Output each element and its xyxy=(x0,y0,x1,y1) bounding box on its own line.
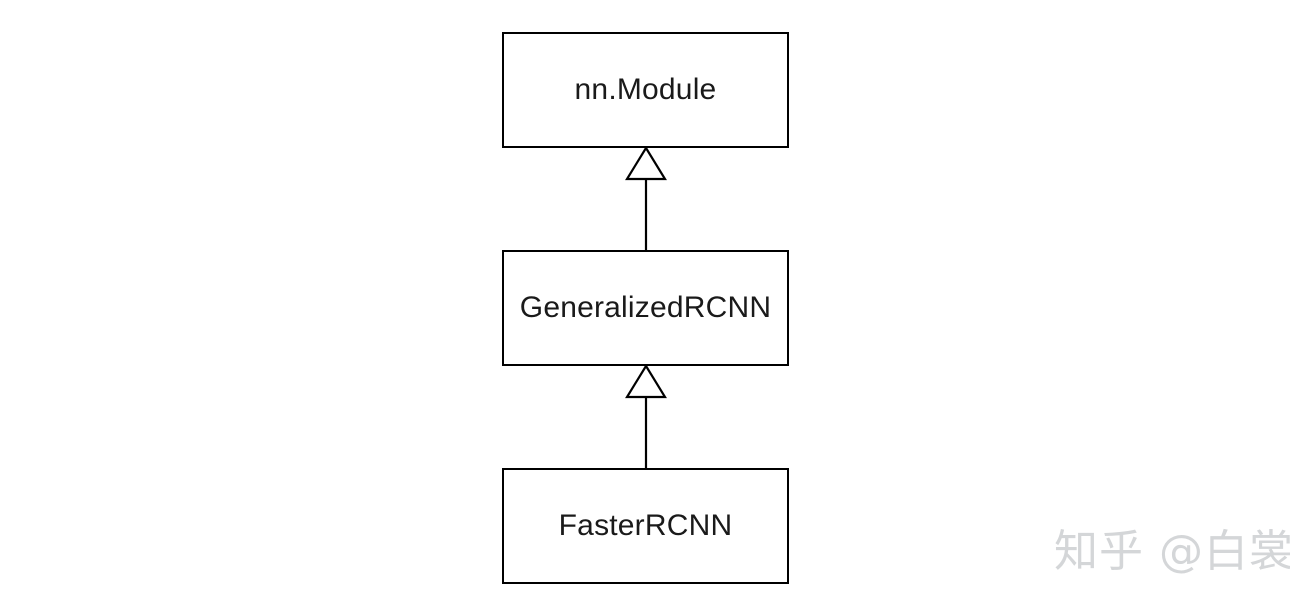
class-label: GeneralizedRCNN xyxy=(519,291,772,324)
class-box-nn-module[interactable]: nn.Module xyxy=(502,32,789,148)
class-label: nn.Module xyxy=(574,73,717,106)
class-box-fasterrcnn[interactable]: FasterRCNN xyxy=(502,468,789,584)
watermark-text: 知乎 @白裳 xyxy=(1054,526,1290,577)
hollow-triangle-arrowhead-icon xyxy=(625,363,667,399)
inheritance-edge-fasterrcnn-to-generalizedrcnn xyxy=(625,363,667,468)
class-label: FasterRCNN xyxy=(558,509,733,542)
hollow-triangle-arrowhead-icon xyxy=(625,145,667,181)
inheritance-edge-generalizedrcnn-to-nn-module xyxy=(625,145,667,250)
class-box-generalizedrcnn[interactable]: GeneralizedRCNN xyxy=(502,250,789,366)
